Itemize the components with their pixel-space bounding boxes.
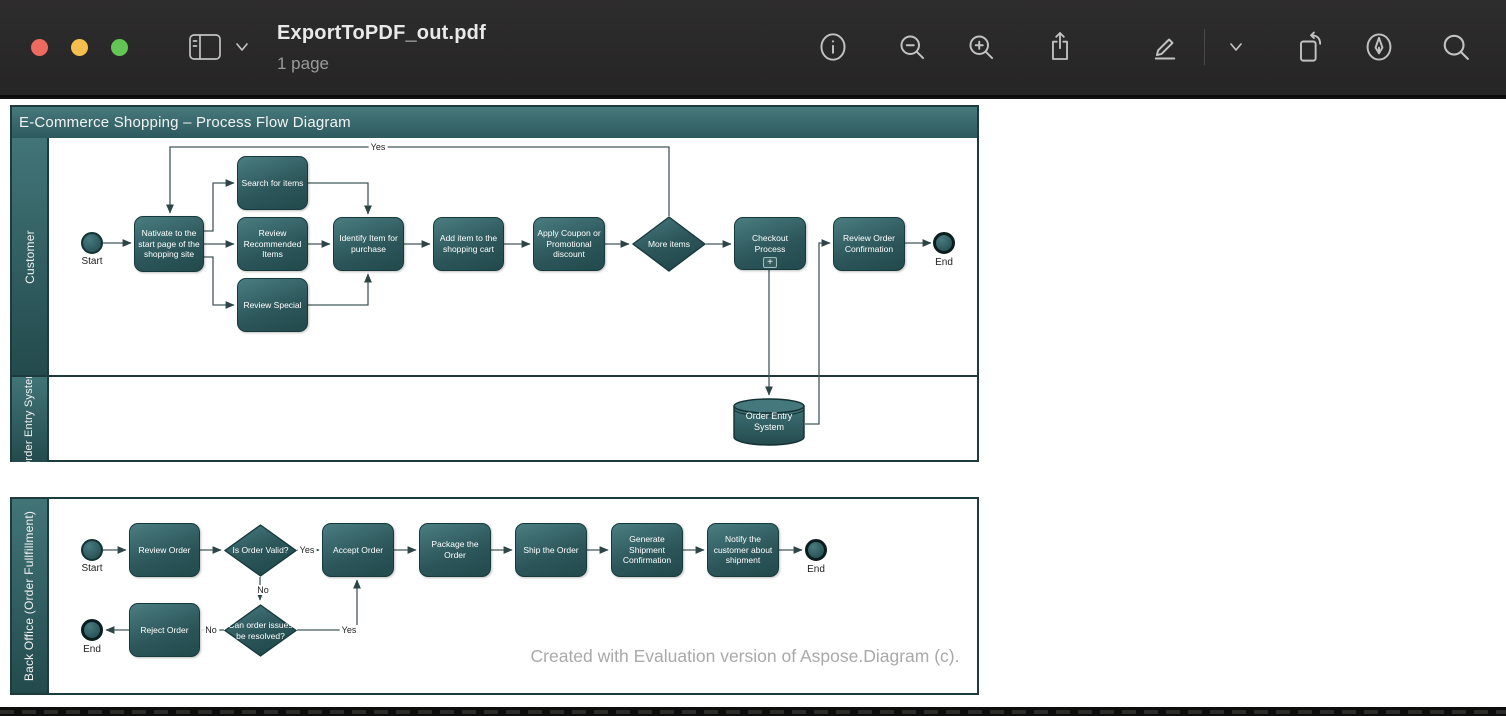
pen-nib-icon bbox=[1366, 33, 1392, 61]
share-button[interactable] bbox=[1045, 28, 1075, 64]
task-package-order: Package the Order bbox=[419, 523, 491, 577]
start-event-label: Start bbox=[81, 256, 103, 267]
task-review-special: Review Special bbox=[237, 278, 308, 332]
database-cylinder-icon bbox=[733, 398, 805, 446]
gateway-is-order-valid: Is Order Valid? bbox=[224, 524, 297, 577]
subprocess-plus-icon: + bbox=[763, 257, 777, 268]
edge-label-no-resolve: No bbox=[203, 625, 219, 635]
zoom-in-icon bbox=[969, 35, 994, 60]
markup-chevron-button[interactable] bbox=[1226, 40, 1246, 54]
zoom-out-button[interactable] bbox=[897, 32, 927, 62]
edge-label-yes-valid: Yes bbox=[297, 545, 317, 555]
edge-label-no-valid: No bbox=[255, 585, 271, 595]
task-navigate: Nativate to the start page of the shoppi… bbox=[134, 216, 204, 272]
annotate-button[interactable] bbox=[1363, 31, 1395, 63]
task-notify-customer: Notify the customer about shipment bbox=[707, 523, 779, 577]
end-event-2-label: End bbox=[807, 564, 825, 575]
sidebar-icon bbox=[189, 34, 221, 60]
end-event-label: End bbox=[935, 257, 953, 268]
sidebar-chevron-button[interactable] bbox=[233, 40, 251, 54]
edge-label-yes-loop: Yes bbox=[368, 142, 388, 152]
markup-pencil-icon bbox=[1154, 38, 1176, 60]
rotate-left-icon bbox=[1300, 31, 1322, 62]
title-bar: ExportToPDF_out.pdf 1 page bbox=[0, 0, 1506, 97]
markup-button[interactable] bbox=[1149, 31, 1181, 63]
task-review-order: Review Order bbox=[129, 523, 200, 577]
task-checkout: Checkout Process + bbox=[734, 217, 806, 270]
bottom-window-strip bbox=[0, 707, 1506, 716]
lane-order-entry: Order Entry System bbox=[12, 377, 977, 462]
toolbar-divider bbox=[1204, 29, 1205, 65]
task-accept-order: Accept Order bbox=[322, 523, 394, 577]
gateway-more-items: More items bbox=[632, 216, 706, 272]
lane-label-customer: Customer bbox=[12, 138, 49, 375]
chevron-down-icon bbox=[236, 43, 248, 51]
start-event-2-label: Start bbox=[81, 563, 103, 574]
lane-back-office: Back Office (Order Fullfillment) bbox=[12, 499, 977, 693]
chevron-down-icon bbox=[1230, 43, 1242, 51]
lane-customer: Customer bbox=[12, 138, 977, 377]
edge-label-yes-resolve: Yes bbox=[339, 625, 359, 635]
pool-ecommerce: E-Commerce Shopping – Process Flow Diagr… bbox=[10, 105, 979, 462]
search-icon bbox=[1443, 34, 1469, 60]
task-identify-item: Identify Item for purchase bbox=[333, 217, 404, 271]
end-event-3 bbox=[81, 619, 103, 641]
zoom-in-button[interactable] bbox=[966, 32, 996, 62]
lane-label-back-office: Back Office (Order Fullfillment) bbox=[12, 499, 49, 693]
minimize-button[interactable] bbox=[71, 39, 88, 56]
search-button[interactable] bbox=[1440, 31, 1472, 63]
task-reject-order: Reject Order bbox=[129, 603, 200, 657]
window-subtitle: 1 page bbox=[277, 54, 329, 73]
share-icon bbox=[1052, 32, 1068, 60]
end-event-3-label: End bbox=[83, 644, 101, 655]
task-add-item: Add item to the shopping cart bbox=[433, 217, 504, 271]
task-review-order-confirmation: Review Order Confirmation bbox=[833, 217, 905, 271]
close-button[interactable] bbox=[31, 39, 48, 56]
end-event-2 bbox=[805, 539, 827, 561]
datastore-order-entry: Order Entry System bbox=[733, 398, 805, 446]
task-ship-order: Ship the Order bbox=[515, 523, 587, 577]
task-checkout-label: Checkout Process bbox=[752, 232, 788, 254]
pool-title: E-Commerce Shopping – Process Flow Diagr… bbox=[12, 107, 977, 138]
task-apply-coupon: Apply Coupon or Promotional discount bbox=[533, 217, 605, 271]
task-review-recommended: Review Recommended Items bbox=[237, 217, 308, 271]
sidebar-toggle-button[interactable] bbox=[187, 31, 223, 63]
window-title: ExportToPDF_out.pdf bbox=[277, 22, 486, 44]
end-event bbox=[933, 232, 955, 254]
zoom-button[interactable] bbox=[111, 39, 128, 56]
task-search-items: Search for items bbox=[237, 156, 308, 210]
gateway-can-resolve: Can order issues be resolved? bbox=[224, 604, 297, 657]
start-event-2 bbox=[81, 539, 103, 561]
start-event bbox=[81, 232, 103, 254]
info-button[interactable] bbox=[818, 32, 848, 62]
rotate-button[interactable] bbox=[1293, 27, 1327, 65]
lane-label-order-entry: Order Entry System bbox=[12, 377, 49, 462]
info-icon bbox=[820, 33, 846, 61]
task-generate-shipment: Generate Shipment Confirmation bbox=[611, 523, 683, 577]
evaluation-watermark: Created with Evaluation version of Aspos… bbox=[530, 646, 960, 666]
zoom-out-icon bbox=[900, 35, 925, 60]
